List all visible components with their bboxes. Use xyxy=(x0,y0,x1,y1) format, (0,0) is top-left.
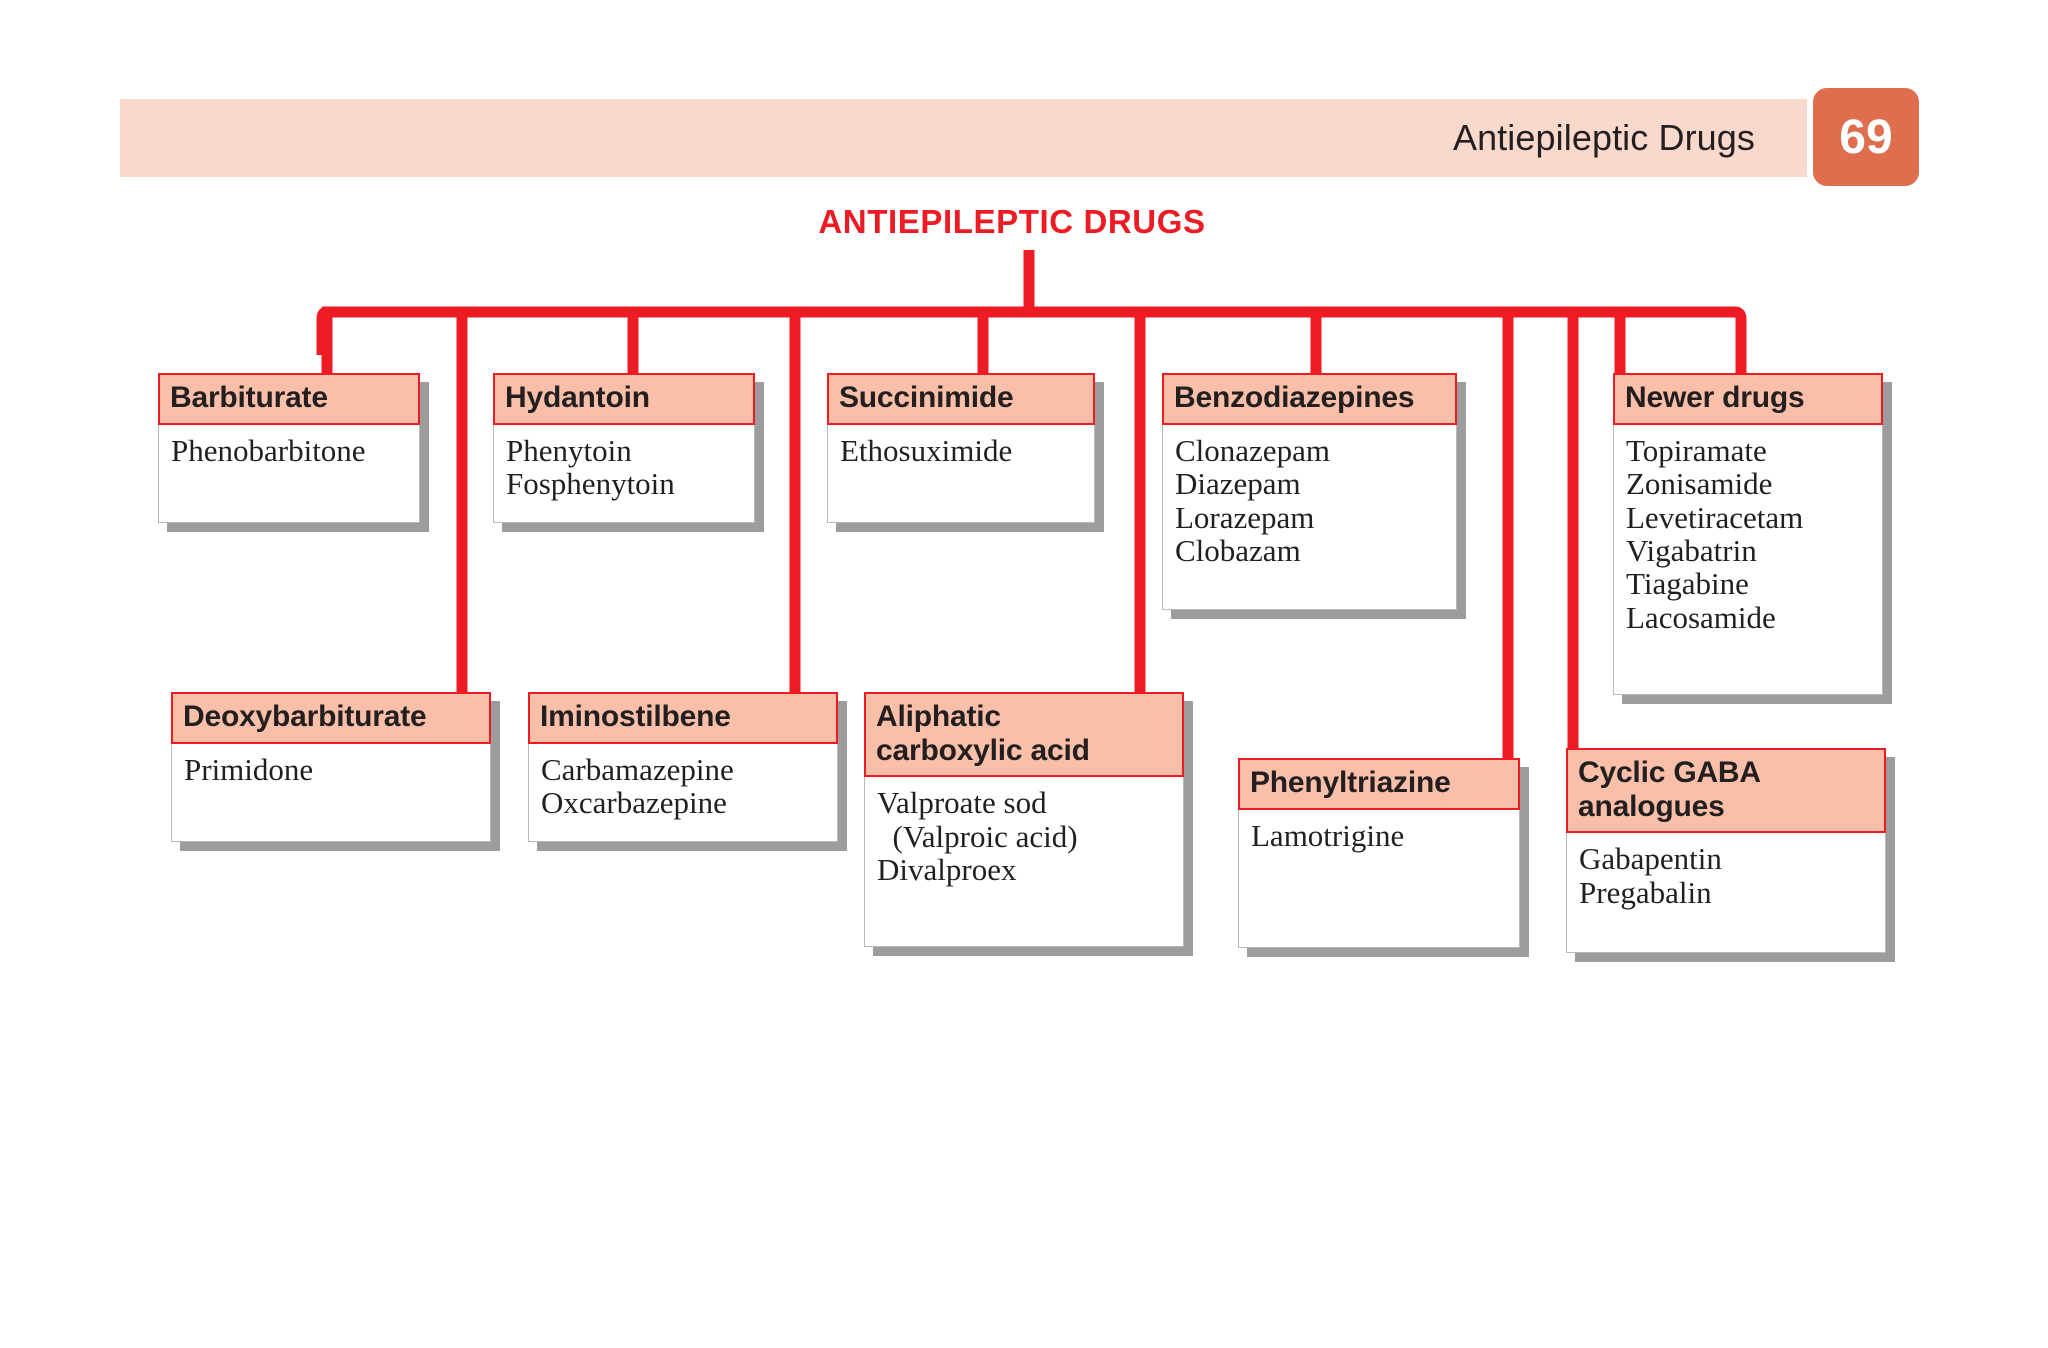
list-item: Ethosuximide xyxy=(840,432,1013,468)
list-item: Phenytoin xyxy=(506,432,632,468)
list-item: Tiagabine xyxy=(1626,566,1749,602)
node-aliphatic-carboxylic-acid[interactable]: Aliphatic carboxylic acid Valproate sod … xyxy=(864,692,1193,956)
node-header-label: Phenyltriazine xyxy=(1238,758,1520,810)
page-title: Antiepileptic Drugs xyxy=(1452,117,1755,158)
list-item: Gabapentin xyxy=(1579,841,1722,877)
list-item: Oxcarbazepine xyxy=(541,785,727,821)
node-body: Phenobarbitone xyxy=(159,425,419,522)
list-item: Diazepam xyxy=(1175,466,1301,502)
node-header-label: Cyclic GABA analogues xyxy=(1566,748,1886,834)
node-body: Clonazepam Diazepam Lorazepam Clobazam xyxy=(1163,425,1456,609)
node-header-label: Barbiturate xyxy=(158,373,420,425)
node-body: Gabapentin Pregabalin xyxy=(1567,833,1885,952)
list-item: Vigabatrin xyxy=(1626,533,1757,568)
node-header-label: Iminostilbene xyxy=(528,692,838,744)
list-item: Lacosamide xyxy=(1626,599,1776,635)
node-header-label: Benzodiazepines xyxy=(1162,373,1457,425)
list-item: Fosphenytoin xyxy=(506,466,675,502)
page-number-badge: 69 xyxy=(1807,82,1925,192)
list-item: (Valproic acid) xyxy=(877,818,1078,854)
node-body: Carbamazepine Oxcarbazepine xyxy=(529,744,837,841)
node-deoxybarbiturate[interactable]: Deoxybarbiturate Primidone xyxy=(171,692,500,851)
list-item: Zonisamide xyxy=(1626,466,1773,502)
list-item: Lorazepam xyxy=(1175,499,1315,535)
list-item: Carbamazepine xyxy=(541,751,734,787)
node-body: Ethosuximide xyxy=(828,425,1094,522)
node-hydantoin[interactable]: Hydantoin Phenytoin Fosphenytoin xyxy=(493,373,764,532)
node-body: Valproate sod (Valproic acid) Divalproex xyxy=(865,777,1183,946)
list-item: Divalproex xyxy=(877,852,1017,888)
list-item: Valproate sod xyxy=(877,785,1047,821)
node-body: Lamotrigine xyxy=(1239,810,1519,947)
node-barbiturate[interactable]: Barbiturate Phenobarbitone xyxy=(158,373,429,532)
list-item: Levetiracetam xyxy=(1626,499,1804,535)
list-item: Clobazam xyxy=(1175,533,1301,568)
node-benzodiazepines[interactable]: Benzodiazepines Clonazepam Diazepam Lora… xyxy=(1162,373,1466,619)
node-header-label: Aliphatic carboxylic acid xyxy=(864,692,1184,778)
connector-bus xyxy=(316,306,329,355)
list-item: Lamotrigine xyxy=(1251,817,1405,853)
node-header-label: Hydantoin xyxy=(493,373,755,425)
node-cyclic-gaba-analogues[interactable]: Cyclic GABA analogues Gabapentin Pregaba… xyxy=(1566,748,1895,962)
chart-root-title: ANTIEPILEPTIC DRUGS xyxy=(818,203,1206,240)
list-item: Pregabalin xyxy=(1579,874,1712,910)
node-iminostilbene[interactable]: Iminostilbene Carbamazepine Oxcarbazepin… xyxy=(528,692,847,851)
node-succinimide[interactable]: Succinimide Ethosuximide xyxy=(827,373,1104,532)
node-body: Topiramate Zonisamide Levetiracetam Viga… xyxy=(1614,425,1882,694)
node-newer-drugs[interactable]: Newer drugs Topiramate Zonisamide Leveti… xyxy=(1613,373,1892,704)
node-header-label: Newer drugs xyxy=(1613,373,1883,425)
node-body: Primidone xyxy=(172,744,490,841)
node-header-label: Succinimide xyxy=(827,373,1095,425)
list-item: Clonazepam xyxy=(1175,432,1330,468)
node-body: Phenytoin Fosphenytoin xyxy=(494,425,754,522)
page-header-band: Antiepileptic Drugs 69 xyxy=(120,82,1925,192)
node-phenyltriazine[interactable]: Phenyltriazine Lamotrigine xyxy=(1238,758,1529,957)
node-header-label: Deoxybarbiturate xyxy=(171,692,491,744)
list-item: Topiramate xyxy=(1626,432,1767,468)
list-item: Phenobarbitone xyxy=(171,432,366,468)
list-item: Primidone xyxy=(184,751,314,787)
